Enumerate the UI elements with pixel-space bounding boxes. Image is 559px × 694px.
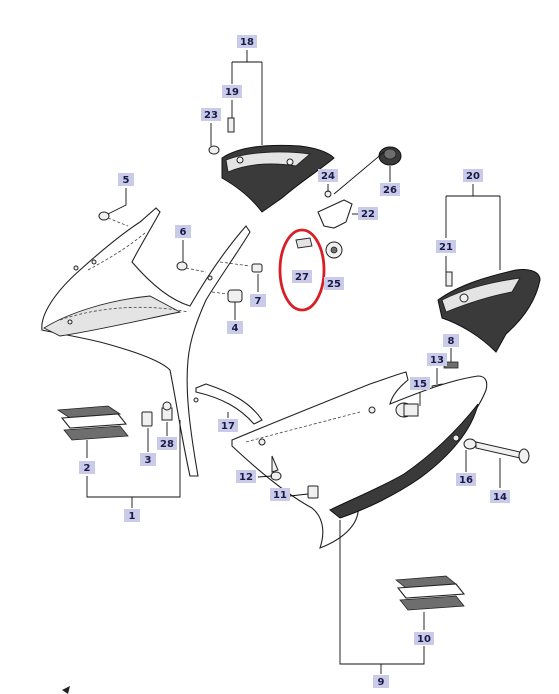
svg-text:18: 18	[240, 37, 254, 48]
callout-19: 19	[222, 85, 242, 98]
callout-17: 17	[218, 419, 238, 432]
part-cap-26	[378, 146, 402, 166]
svg-text:17: 17	[221, 421, 235, 432]
callout-14: 14	[490, 490, 510, 503]
svg-text:11: 11	[273, 490, 287, 501]
callout-22: 22	[358, 207, 378, 220]
part-washer-28	[162, 401, 172, 411]
part-pad-27	[295, 237, 313, 249]
callout-5: 5	[118, 173, 134, 186]
callout-25: 25	[324, 277, 344, 290]
svg-text:4: 4	[232, 323, 239, 334]
callout-8: 8	[443, 334, 459, 347]
svg-text:27: 27	[295, 272, 309, 283]
callout-16: 16	[456, 473, 476, 486]
svg-text:14: 14	[493, 492, 507, 503]
svg-text:10: 10	[417, 634, 431, 645]
svg-text:25: 25	[327, 279, 341, 290]
svg-text:23: 23	[204, 110, 218, 121]
svg-text:3: 3	[145, 455, 152, 466]
callout-18: 18	[237, 35, 257, 48]
callout-12: 12	[236, 470, 256, 483]
svg-text:9: 9	[378, 677, 385, 688]
svg-text:7: 7	[255, 296, 262, 307]
svg-text:20: 20	[466, 171, 480, 182]
callout-11: 11	[270, 488, 290, 501]
part-bolt-14	[463, 438, 530, 464]
leader-lines	[86, 50, 501, 674]
svg-text:19: 19	[225, 87, 239, 98]
callout-24: 24	[318, 169, 338, 182]
svg-text:12: 12	[239, 472, 253, 483]
callout-21: 21	[436, 240, 456, 253]
part-emblem-left	[56, 405, 129, 441]
svg-text:26: 26	[383, 185, 397, 196]
callout-3: 3	[140, 453, 156, 466]
callout-4: 4	[227, 321, 243, 334]
callout-23: 23	[201, 108, 221, 121]
svg-text:13: 13	[430, 355, 444, 366]
part-mount-4	[211, 289, 243, 303]
part-clip-3	[141, 411, 153, 427]
callout-20: 20	[463, 169, 483, 182]
part-bracket-22	[317, 199, 353, 229]
part-screw-12	[270, 455, 282, 481]
svg-text:8: 8	[448, 336, 455, 347]
part-clip-11	[307, 485, 319, 499]
part-label-19	[227, 117, 235, 133]
callout-26: 26	[380, 183, 400, 196]
svg-text:28: 28	[160, 439, 174, 450]
part-collar-15	[395, 402, 419, 418]
callout-7: 7	[250, 294, 266, 307]
svg-text:22: 22	[361, 209, 375, 220]
part-grommet-25	[325, 241, 343, 259]
callout-6: 6	[175, 225, 191, 238]
svg-text:6: 6	[180, 227, 187, 238]
callout-9: 9	[373, 675, 389, 688]
svg-text:21: 21	[439, 242, 453, 253]
part-screw-23	[208, 145, 220, 155]
callout-28: 28	[157, 437, 177, 450]
svg-text:1: 1	[129, 511, 136, 522]
cursor-arrow-icon	[62, 686, 70, 694]
part-screw-6	[176, 261, 207, 273]
part-emblem-right	[394, 575, 466, 611]
callout-1: 1	[124, 509, 140, 522]
callout-2: 2	[79, 461, 95, 474]
part-screw-5	[98, 211, 129, 227]
svg-text:16: 16	[459, 475, 473, 486]
callout-15: 15	[410, 377, 430, 390]
svg-text:24: 24	[321, 171, 335, 182]
callout-27: 27	[292, 270, 312, 283]
callout-13: 13	[427, 353, 447, 366]
part-side-panel-20	[437, 269, 541, 353]
svg-text:5: 5	[123, 175, 130, 186]
highlight-ring-27	[278, 228, 326, 312]
part-bracket-17	[195, 383, 263, 425]
part-front-fairing	[41, 207, 251, 477]
callout-10: 10	[414, 632, 434, 645]
part-lower-fairing	[231, 371, 488, 549]
part-label-21	[445, 271, 453, 287]
svg-text:15: 15	[413, 379, 427, 390]
part-inner-panel	[208, 117, 335, 213]
part-bushing-7	[219, 261, 263, 273]
svg-text:2: 2	[84, 463, 91, 474]
